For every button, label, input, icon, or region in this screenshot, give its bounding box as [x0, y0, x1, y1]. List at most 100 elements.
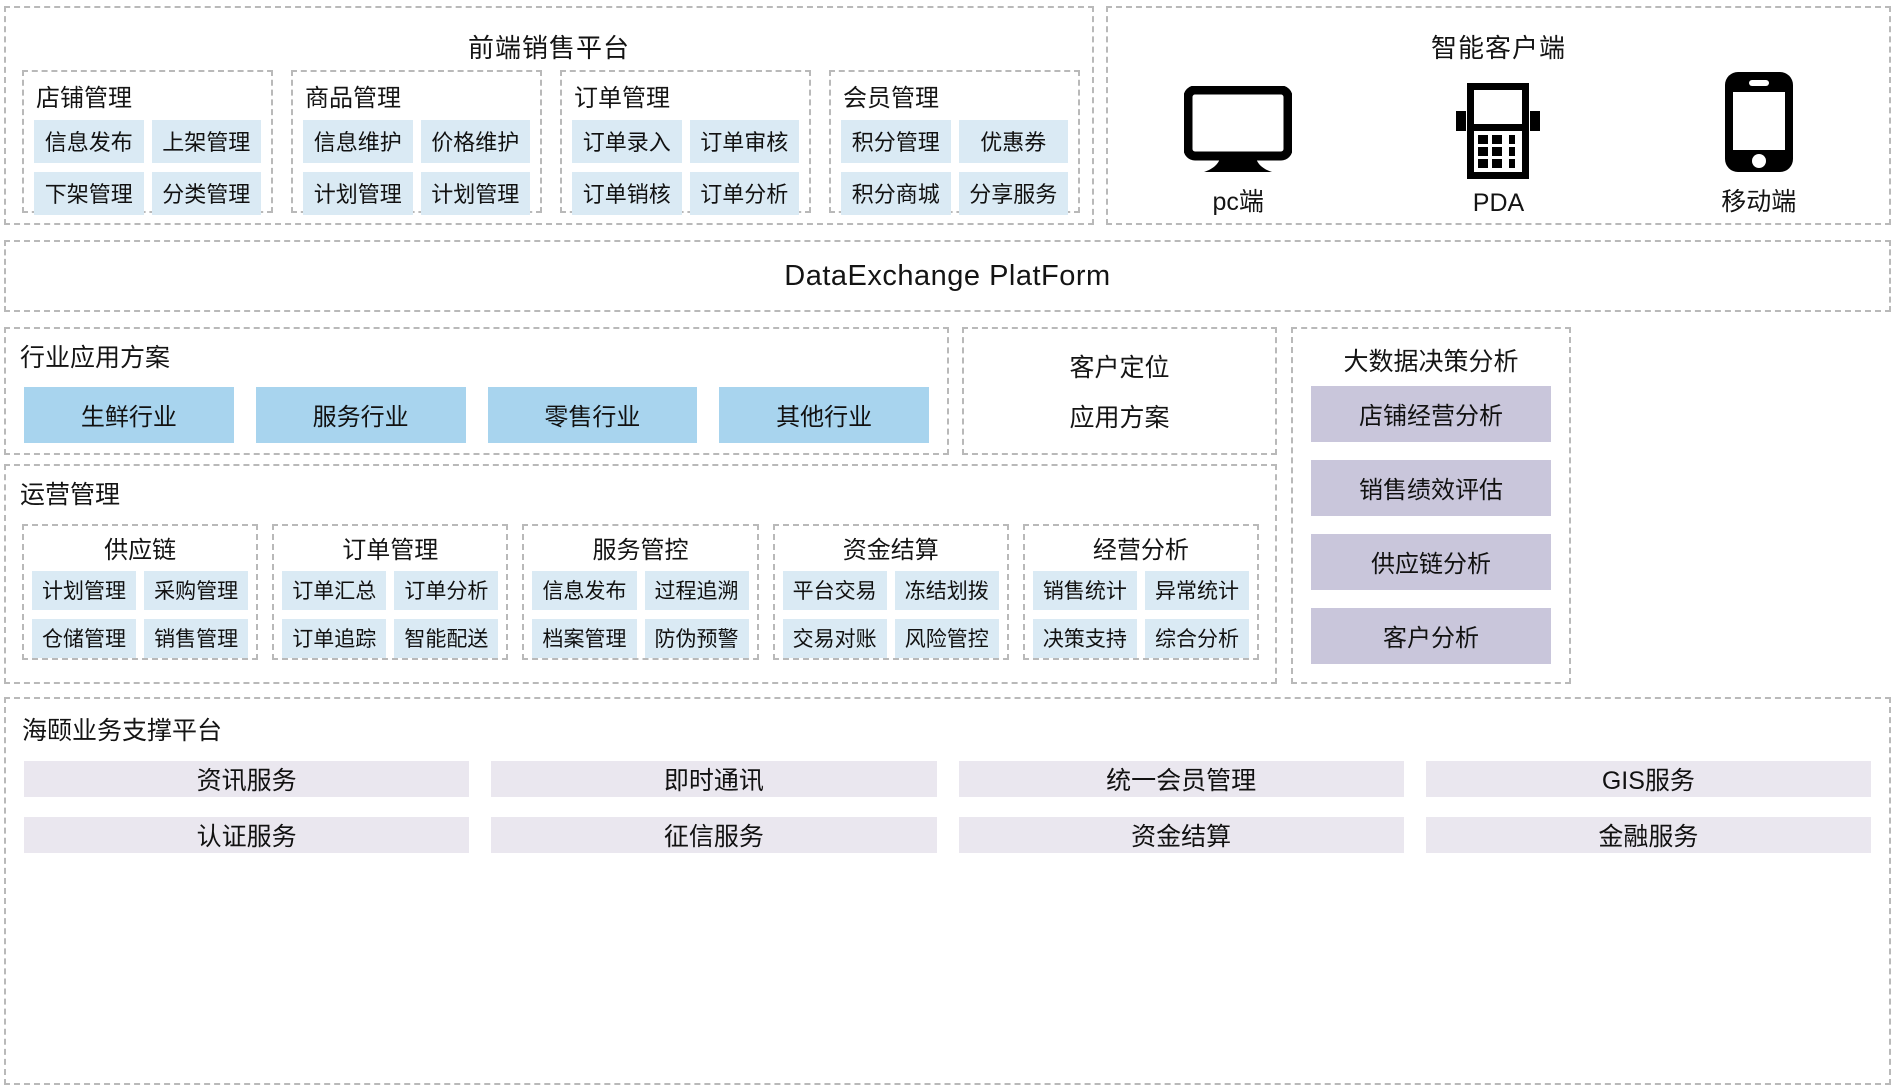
chip-grid: 订单录入 订单审核 订单销核 订单分析 — [572, 120, 799, 215]
industry-chip-list: 生鲜行业 服务行业 零售行业 其他行业 — [24, 387, 929, 443]
bigdata-analysis-label: 大数据决策分析 — [1343, 348, 1519, 376]
chip-order-summary[interactable]: 订单汇总 — [282, 571, 387, 610]
industry-fresh-food[interactable]: 生鲜行业 — [24, 387, 234, 443]
support-fund-settlement[interactable]: 资金结算 — [958, 817, 1404, 853]
chip-grid: 平台交易 冻结划拨 交易对账 风险管控 — [782, 571, 999, 658]
ops-group-order-management: 订单管理 订单汇总 订单分析 订单追踪 智能配送 — [272, 524, 509, 660]
group-product-management: 商品管理 信息维护 价格维护 计划管理 计划管理 — [291, 70, 542, 215]
chip-grid: 信息发布 过程追溯 档案管理 防伪预警 — [532, 571, 749, 658]
chip-coupon[interactable]: 优惠券 — [958, 120, 1068, 163]
industry-service[interactable]: 服务行业 — [255, 387, 466, 443]
chip-share-service[interactable]: 分享服务 — [958, 172, 1068, 215]
support-platform-panel: 海颐业务支撑平台 资讯服务 即时通讯 统一会员管理 GIS服务 认证服务 征信服… — [4, 697, 1891, 1085]
chip-info-publish[interactable]: 信息发布 — [532, 571, 637, 610]
group-title: 会员管理 — [843, 85, 939, 112]
smart-client-panel: 智能客户端 pc端 — [1106, 6, 1891, 225]
chip-plan-management-2[interactable]: 计划管理 — [420, 172, 530, 215]
chip-warehouse-management[interactable]: 仓储管理 — [32, 619, 137, 658]
chip-grid: 积分管理 优惠券 积分商城 分享服务 — [841, 120, 1068, 215]
chip-delisting-management[interactable]: 下架管理 — [34, 172, 144, 215]
operations-management-panel: 运营管理 供应链 计划管理 采购管理 仓储管理 销售管理 订单管理 订单汇总 订… — [4, 464, 1277, 684]
chip-procurement-management[interactable]: 采购管理 — [144, 571, 249, 610]
industry-retail[interactable]: 零售行业 — [487, 387, 698, 443]
chip-transaction-reconciliation[interactable]: 交易对账 — [782, 619, 887, 658]
device-label: pc端 — [1212, 188, 1264, 216]
chip-listing-management[interactable]: 上架管理 — [151, 120, 261, 163]
ops-group-fund-settlement: 资金结算 平台交易 冻结划拨 交易对账 风险管控 — [772, 524, 1009, 660]
chip-sales-management[interactable]: 销售管理 — [144, 619, 249, 658]
group-title: 经营分析 — [1092, 537, 1189, 564]
front-sales-platform-panel: 前端销售平台 店铺管理 信息发布 上架管理 下架管理 分类管理 商品管理 信息维… — [4, 6, 1094, 225]
monitor-icon — [1138, 86, 1338, 174]
chip-risk-control[interactable]: 风险管控 — [894, 619, 999, 658]
chip-decision-support[interactable]: 决策支持 — [1032, 619, 1137, 658]
group-title: 店铺管理 — [36, 85, 132, 112]
chip-price-maintenance[interactable]: 价格维护 — [420, 120, 530, 163]
support-credit-service[interactable]: 征信服务 — [491, 817, 937, 853]
chip-info-publish[interactable]: 信息发布 — [34, 120, 144, 163]
data-exchange-platform-title: DataExchange PlatForm — [784, 259, 1111, 292]
customer-positioning-line1: 客户定位 — [1069, 354, 1170, 382]
industry-solutions-panel: 行业应用方案 生鲜行业 服务行业 零售行业 其他行业 — [4, 327, 949, 455]
chip-plan-management[interactable]: 计划管理 — [32, 571, 137, 610]
device-label: PDA — [1472, 189, 1525, 217]
mobile-phone-icon — [1659, 70, 1859, 174]
chip-exception-statistics[interactable]: 异常统计 — [1144, 571, 1250, 610]
device-label: 移动端 — [1721, 188, 1797, 216]
group-store-management: 店铺管理 信息发布 上架管理 下架管理 分类管理 — [22, 70, 273, 215]
chip-grid: 信息维护 价格维护 计划管理 计划管理 — [303, 120, 530, 215]
chip-smart-delivery[interactable]: 智能配送 — [394, 619, 499, 658]
operations-group-list: 供应链 计划管理 采购管理 仓储管理 销售管理 订单管理 订单汇总 订单分析 订… — [22, 524, 1260, 660]
support-financial-service[interactable]: 金融服务 — [1425, 817, 1871, 853]
support-service-grid: 资讯服务 即时通讯 统一会员管理 GIS服务 认证服务 征信服务 资金结算 金融… — [24, 761, 1871, 853]
chip-info-maintenance[interactable]: 信息维护 — [303, 120, 413, 163]
chip-grid: 计划管理 采购管理 仓储管理 销售管理 — [32, 571, 249, 658]
device-list: pc端 — [1108, 70, 1889, 218]
industry-solutions-label: 行业应用方案 — [20, 344, 171, 372]
front-sales-platform-groups: 店铺管理 信息发布 上架管理 下架管理 分类管理 商品管理 信息维护 价格维护 … — [22, 70, 1080, 215]
bigdata-store-operation-analysis[interactable]: 店铺经营分析 — [1311, 386, 1551, 442]
ops-group-supply-chain: 供应链 计划管理 采购管理 仓储管理 销售管理 — [22, 524, 259, 660]
chip-points-mall[interactable]: 积分商城 — [841, 172, 951, 215]
bigdata-supply-chain-analysis[interactable]: 供应链分析 — [1311, 534, 1551, 590]
chip-process-tracing[interactable]: 过程追溯 — [644, 571, 749, 610]
chip-freeze-transfer[interactable]: 冻结划拨 — [894, 571, 999, 610]
chip-order-tracking[interactable]: 订单追踪 — [282, 619, 387, 658]
chip-category-management[interactable]: 分类管理 — [151, 172, 261, 215]
industry-other[interactable]: 其他行业 — [719, 387, 929, 443]
chip-archive-management[interactable]: 档案管理 — [532, 619, 637, 658]
bigdata-analysis-panel: 大数据决策分析 店铺经营分析 销售绩效评估 供应链分析 客户分析 — [1291, 327, 1571, 684]
support-unified-member-management[interactable]: 统一会员管理 — [958, 761, 1404, 797]
chip-platform-transaction[interactable]: 平台交易 — [782, 571, 887, 610]
chip-anti-counterfeit-alert[interactable]: 防伪预警 — [644, 619, 749, 658]
chip-grid: 信息发布 上架管理 下架管理 分类管理 — [34, 120, 261, 215]
bigdata-customer-analysis[interactable]: 客户分析 — [1311, 608, 1551, 664]
support-gis-service[interactable]: GIS服务 — [1425, 761, 1871, 797]
chip-plan-management-1[interactable]: 计划管理 — [303, 172, 413, 215]
device-pc[interactable]: pc端 — [1138, 86, 1338, 218]
chip-order-review[interactable]: 订单审核 — [689, 120, 799, 163]
chip-order-analysis[interactable]: 订单分析 — [394, 571, 499, 610]
group-title: 订单管理 — [342, 537, 439, 564]
customer-positioning-line2: 应用方案 — [1069, 404, 1170, 432]
group-title: 供应链 — [104, 537, 177, 564]
support-authentication-service[interactable]: 认证服务 — [24, 817, 470, 853]
pda-icon — [1398, 81, 1598, 181]
device-pda[interactable]: PDA — [1398, 81, 1598, 218]
bigdata-chip-list: 店铺经营分析 销售绩效评估 供应链分析 客户分析 — [1311, 386, 1551, 664]
chip-order-analysis[interactable]: 订单分析 — [689, 172, 799, 215]
support-instant-messaging[interactable]: 即时通讯 — [491, 761, 937, 797]
support-news-service[interactable]: 资讯服务 — [24, 761, 470, 797]
chip-order-entry[interactable]: 订单录入 — [572, 120, 682, 163]
device-mobile[interactable]: 移动端 — [1659, 70, 1859, 218]
group-title: 商品管理 — [305, 85, 401, 112]
group-title: 订单管理 — [574, 85, 670, 112]
chip-sales-statistics[interactable]: 销售统计 — [1032, 571, 1137, 610]
group-member-management: 会员管理 积分管理 优惠券 积分商城 分享服务 — [829, 70, 1080, 215]
bigdata-sales-performance-evaluation[interactable]: 销售绩效评估 — [1311, 460, 1551, 516]
chip-order-verification[interactable]: 订单销核 — [572, 172, 682, 215]
chip-comprehensive-analysis[interactable]: 综合分析 — [1144, 619, 1250, 658]
customer-positioning-panel: 客户定位 应用方案 — [962, 327, 1277, 455]
chip-points-management[interactable]: 积分管理 — [841, 120, 951, 163]
